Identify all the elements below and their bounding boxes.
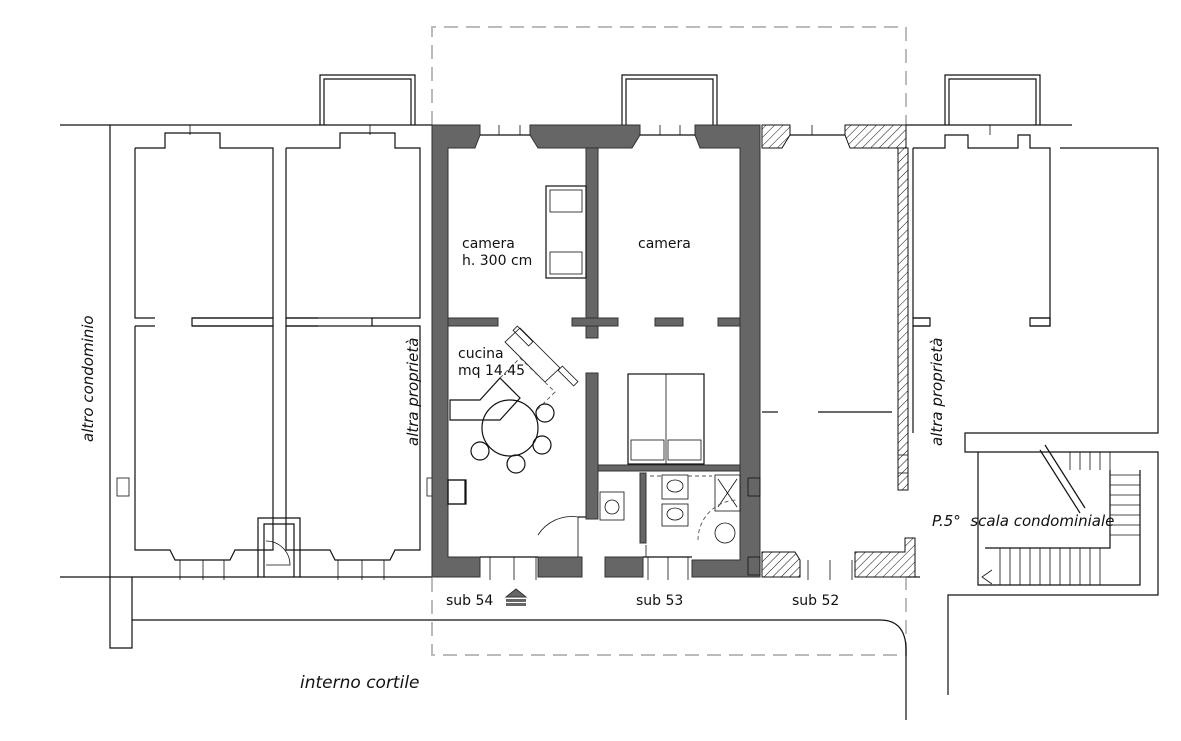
left-neighbor-label: altro condominio	[79, 315, 97, 442]
hatched-walls	[761, 124, 916, 580]
balconies	[319, 74, 1041, 125]
room2-name: camera	[638, 236, 691, 252]
sub-52-label: sub 52	[792, 593, 839, 609]
bathroom-fixtures	[599, 474, 741, 557]
sub-53-label: sub 53	[636, 593, 683, 609]
room1-height: h. 300 cm	[462, 253, 532, 269]
window-marks	[189, 125, 991, 580]
entrance-arrow-icon	[504, 588, 528, 606]
top-facade	[60, 124, 1072, 578]
left-building	[109, 125, 907, 720]
subject-unit-walls	[431, 124, 761, 578]
kitchen-area: mq 14.45	[458, 363, 525, 379]
stair-label: P.5° scala condominiale	[932, 512, 1114, 530]
staircase	[977, 444, 1141, 586]
double-bed	[627, 373, 705, 465]
right-building	[912, 134, 1159, 695]
sofa-bed	[545, 185, 587, 279]
room1-name: camera	[462, 236, 515, 252]
courtyard-label: interno cortile	[300, 673, 420, 693]
sub-54-label: sub 54	[446, 593, 493, 609]
subject-boundary	[431, 26, 907, 656]
kitchen-furniture	[447, 325, 586, 557]
kitchen-name: cucina	[458, 346, 504, 362]
left-property-label: altra proprietà	[404, 338, 422, 446]
right-property-label: altra proprietà	[928, 338, 946, 446]
